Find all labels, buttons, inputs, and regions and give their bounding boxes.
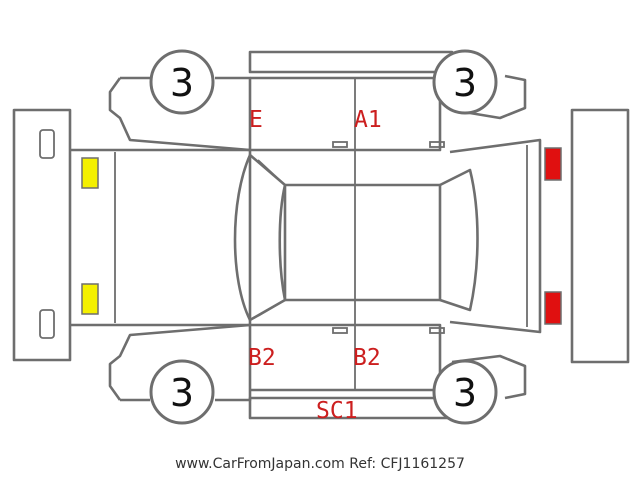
watermark-text: www.CarFromJapan.com Ref: CFJ1161257 [175, 456, 465, 472]
wheel-rear-left: 3 [432, 49, 498, 115]
rear-lamp-right [544, 291, 562, 325]
damage-mark-rear-door-upper: A1 [354, 107, 382, 133]
damage-mark-rocker-lower: SC1 [316, 398, 358, 424]
wheel-rear-right: 3 [432, 359, 498, 425]
wheel-front-right: 3 [149, 359, 215, 425]
front-bumper [12, 108, 72, 362]
wheel-grade: 3 [170, 61, 194, 105]
wheel-front-left: 3 [149, 49, 215, 115]
wheel-grade: 3 [453, 61, 477, 105]
front-lamp-right [81, 283, 99, 315]
rear-bumper [570, 108, 630, 364]
front-lamp-left [81, 157, 99, 189]
car-body-outline [70, 138, 542, 334]
damage-mark-front-door-upper: E [249, 107, 263, 133]
wheel-grade: 3 [170, 371, 194, 415]
damage-mark-front-door-lower: B2 [248, 345, 276, 371]
rear-lamp-left [544, 147, 562, 181]
wheel-grade: 3 [453, 371, 477, 415]
damage-mark-rear-door-lower: B2 [353, 345, 381, 371]
